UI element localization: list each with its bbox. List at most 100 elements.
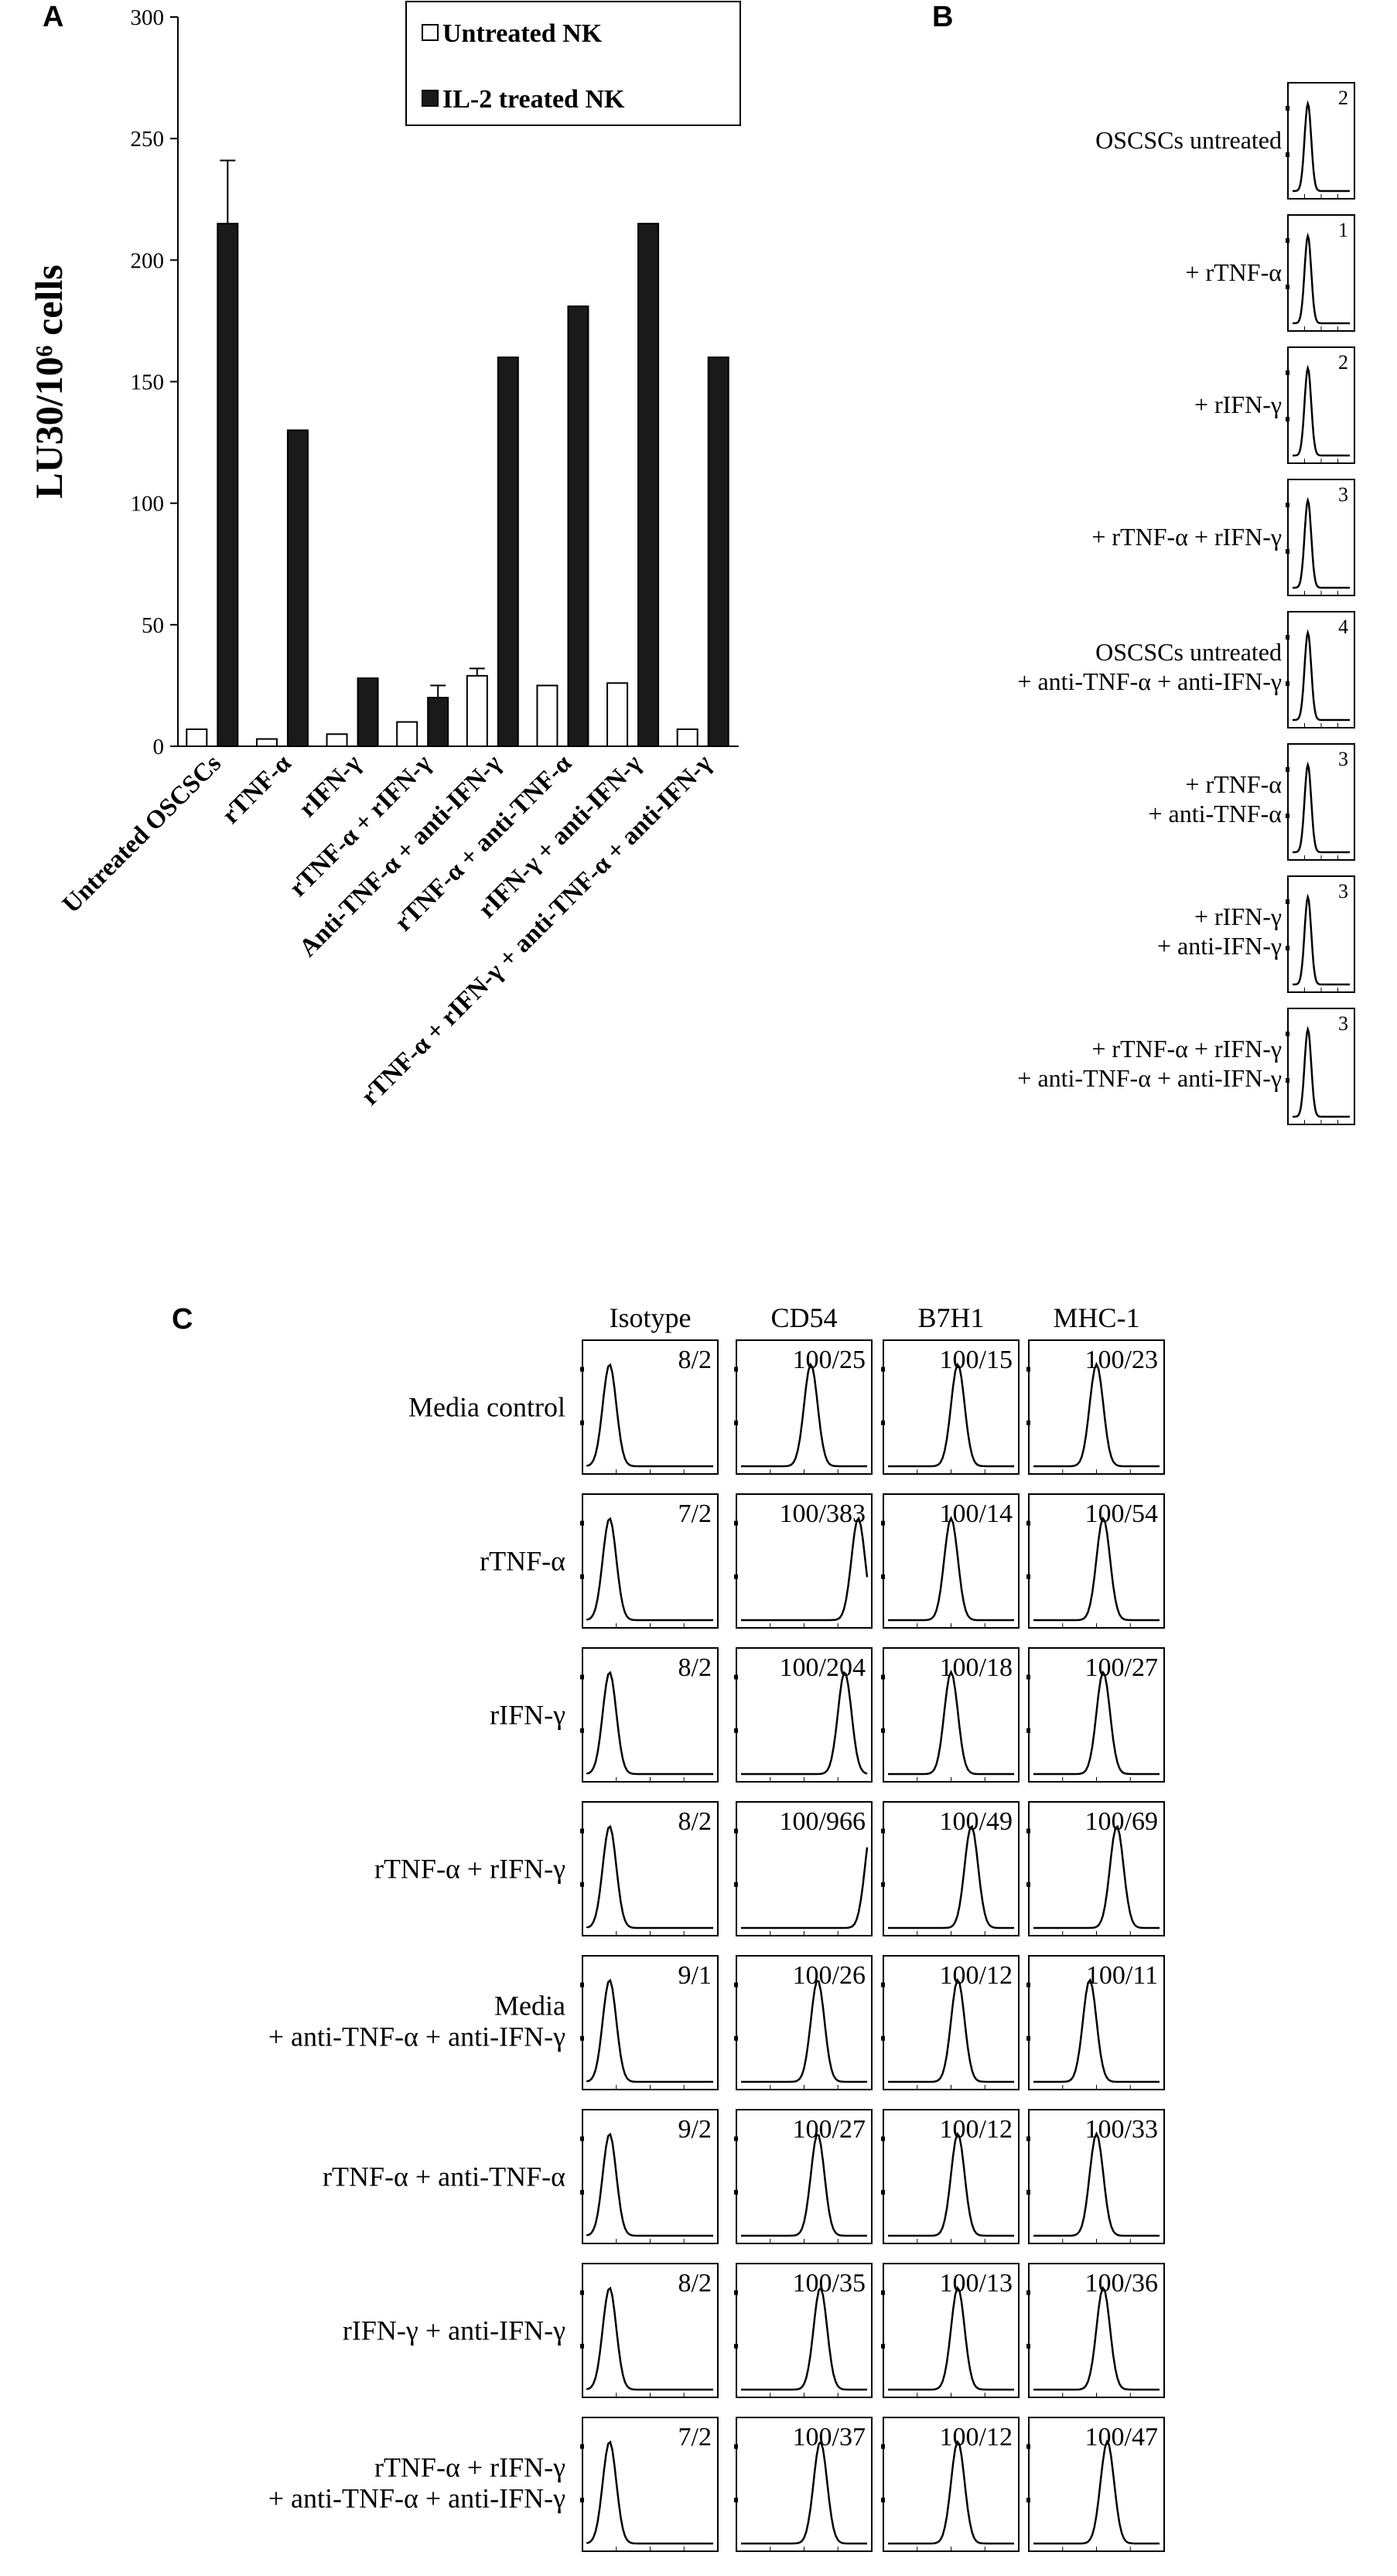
- histogram-value: 8/2: [678, 1346, 712, 1374]
- histogram-value: 100/35: [793, 2269, 866, 2298]
- bar-il2-treated-nk: [497, 357, 519, 747]
- axis-tick: [1286, 106, 1289, 111]
- axis-tick: [881, 1520, 885, 1526]
- histogram-frame: [736, 2263, 873, 2398]
- axis-tick: [734, 1882, 738, 1887]
- bar-il2-treated-nk: [427, 697, 449, 748]
- axis-tick: [734, 1420, 738, 1425]
- condition-label: rTNF-α + anti-TNF-α: [323, 2161, 565, 2192]
- axis-tick: [734, 1828, 738, 1834]
- histogram-frame: [1028, 1801, 1165, 1936]
- bar-il2-treated-nk: [567, 305, 589, 748]
- legend-label: IL-2 treated NK: [442, 85, 625, 114]
- panel-b-histogram: [1286, 346, 1355, 464]
- histogram-frame: [883, 2109, 1020, 2244]
- condition-label: Media control: [408, 1392, 565, 1423]
- histogram-value: 3: [1338, 483, 1348, 506]
- panel-b-histogram: [1286, 611, 1355, 728]
- axis-tick: [1026, 1420, 1030, 1425]
- axis-tick: [1286, 503, 1289, 507]
- histogram-curve: [741, 1670, 868, 1776]
- axis-tick: [734, 1520, 738, 1526]
- panel-c-histogram: [734, 2109, 873, 2244]
- condition-label: rTNF-α: [480, 1546, 565, 1577]
- histogram-curve: [888, 1977, 1014, 2083]
- axis-tick: [1026, 1574, 1030, 1579]
- axis-tick: [734, 1674, 738, 1680]
- y-tick-label: 250: [131, 127, 165, 152]
- axis-tick: [580, 1520, 584, 1526]
- histogram-value: 100/204: [780, 1653, 866, 1682]
- histogram-curve: [741, 2440, 867, 2545]
- histogram-frame: [582, 1339, 719, 1475]
- histogram-curve: [1293, 232, 1350, 325]
- axis-tick: [580, 1728, 584, 1733]
- histogram-value: 100/37: [793, 2423, 866, 2451]
- panel-c-histogram: [580, 1339, 719, 1475]
- histogram-value: 2: [1338, 351, 1348, 374]
- panel-c-histogram: [1026, 1955, 1165, 2090]
- axis-tick: [580, 1982, 584, 1987]
- histogram-frame: [736, 2417, 873, 2552]
- histogram-curve: [1033, 1824, 1160, 1929]
- histogram-value: 100/15: [940, 1346, 1013, 1374]
- histogram-frame: [582, 1801, 719, 1936]
- axis-tick: [580, 1574, 584, 1579]
- histogram-value: 3: [1338, 748, 1348, 770]
- condition-label: + rTNF-α: [1185, 770, 1282, 798]
- histogram-value: 100/11: [1086, 1961, 1158, 1990]
- column-header: CD54: [770, 1302, 837, 1333]
- condition-label: + anti-TNF-α + anti-IFN-γ: [1017, 667, 1282, 695]
- histogram-value: 7/2: [678, 1500, 712, 1528]
- panel-c-histogram: [1026, 1801, 1165, 1936]
- axis-tick: [881, 1982, 885, 1987]
- histogram-curve: [1293, 100, 1350, 193]
- axis-tick: [1026, 1728, 1030, 1733]
- bar-il2-treated-nk: [217, 223, 239, 747]
- histogram-curve: [888, 1362, 1014, 1468]
- bar-untreated-nk: [676, 728, 698, 747]
- panel-c-histogram: [881, 1493, 1020, 1629]
- histogram-value: 100/12: [940, 2423, 1013, 2451]
- panel-c-histogram: [734, 1955, 873, 2090]
- panel-b-histogram: [1286, 82, 1355, 200]
- panel-c-histogram: [1026, 2263, 1165, 2398]
- condition-label: rTNF-α + rIFN-γ: [374, 1854, 565, 1885]
- axis-tick: [1286, 417, 1289, 421]
- axis-tick: [1286, 238, 1289, 243]
- histogram-curve: [1033, 2439, 1160, 2545]
- y-tick-label: 0: [153, 735, 165, 759]
- panel-c-histogram: [1026, 2417, 1165, 2552]
- axis-tick: [580, 2444, 584, 2449]
- axis-tick: [1286, 814, 1289, 818]
- histogram-frame: [883, 1801, 1020, 1936]
- bar-il2-treated-nk: [707, 357, 729, 747]
- histogram-frame: [736, 1801, 873, 1936]
- histogram-value: 100/383: [780, 1500, 866, 1528]
- condition-label: + anti-TNF-α + anti-IFN-γ: [268, 2483, 565, 2514]
- histogram-frame: [1028, 2417, 1165, 2552]
- axis-tick: [580, 2136, 584, 2141]
- condition-label: rIFN-γ: [490, 1700, 565, 1731]
- y-tick-label: 100: [131, 492, 165, 517]
- histogram-value: 8/2: [678, 1653, 712, 1682]
- axis-tick: [881, 1882, 885, 1887]
- legend-box: [405, 1, 741, 126]
- histogram-frame: [1287, 346, 1355, 464]
- panel-c-histogram: [734, 1493, 873, 1629]
- axis-tick: [734, 1982, 738, 1987]
- histogram-frame: [1287, 214, 1355, 332]
- panel-c-histogram: [580, 2109, 719, 2244]
- histogram-curve: [888, 2439, 1014, 2545]
- histogram-value: 100/69: [1085, 1807, 1158, 1836]
- axis-tick: [580, 2290, 584, 2295]
- histogram-value: 100/23: [1085, 1346, 1158, 1374]
- panel-c-histogram: [580, 1801, 719, 1936]
- axis-tick: [1286, 681, 1289, 686]
- panel-c-histogram: [1026, 2109, 1165, 2244]
- bar-untreated-nk: [326, 733, 348, 747]
- bar-untreated-nk: [396, 721, 418, 747]
- panel-letter-a: A: [43, 1, 63, 33]
- panel-c-histogram: [881, 2263, 1020, 2398]
